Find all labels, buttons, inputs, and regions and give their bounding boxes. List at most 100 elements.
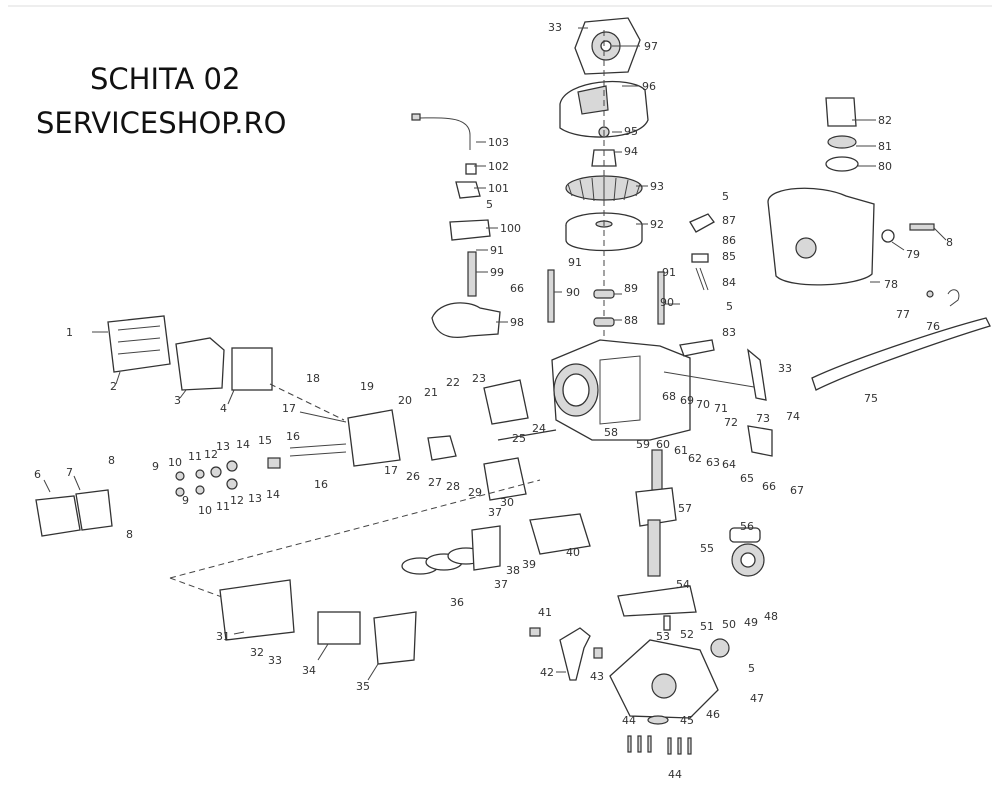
starter-cup-part (591, 149, 617, 167)
part-label: 18 (306, 372, 320, 385)
part-label: 8 (946, 236, 953, 249)
part-label: 37 (494, 578, 508, 591)
part-label: 26 (406, 470, 420, 483)
piston-part (471, 525, 501, 571)
part-label: 21 (424, 386, 438, 399)
part-label: 80 (878, 160, 892, 173)
part-label: 9 (182, 494, 189, 507)
diagram-title: SCHITA 02 (90, 62, 241, 96)
part-label: 56 (740, 520, 754, 533)
camshaft-gear-part (729, 527, 765, 577)
cylinder-head-part (347, 409, 401, 467)
crankcase-cover-part (609, 639, 719, 719)
bearing-part (593, 317, 615, 327)
part-label: 44 (668, 768, 682, 781)
fan-housing-part (559, 80, 649, 138)
stop-terminal-part (465, 163, 477, 175)
part-label: 52 (680, 628, 694, 641)
part-label: 99 (490, 266, 504, 279)
dowel-pin-part (663, 615, 671, 631)
part-label: 13 (216, 440, 230, 453)
rocker-cover-part (35, 495, 81, 537)
o-ring-part (593, 647, 603, 659)
part-label: 66 (510, 282, 524, 295)
part-label: 34 (302, 664, 316, 677)
part-label: 46 (706, 708, 720, 721)
part-label: 78 (884, 278, 898, 291)
part-label: 70 (696, 398, 710, 411)
part-label: 15 (258, 434, 272, 447)
part-label: 7 (66, 466, 73, 479)
part-label: 16 (314, 478, 328, 491)
valve-springs-part (175, 457, 281, 497)
part-label: 96 (642, 80, 656, 93)
governor-lever-part (747, 348, 767, 401)
spark-wire-part (417, 117, 471, 150)
cap-gasket-part (827, 135, 857, 149)
oil-seal-part-2 (647, 715, 669, 725)
throttle-plate-part (689, 213, 715, 233)
bracket-part (747, 425, 773, 457)
part-label: 1 (66, 326, 73, 339)
oil-filler-part (559, 627, 591, 681)
part-label: 87 (722, 214, 736, 227)
part-label: 24 (532, 422, 546, 435)
part-label: 19 (360, 380, 374, 393)
oil-slinger-part (710, 638, 730, 658)
part-label: 102 (488, 160, 509, 173)
part-label: 62 (688, 452, 702, 465)
part-label: 72 (724, 416, 738, 429)
part-label: 79 (906, 248, 920, 261)
part-label: 100 (500, 222, 521, 235)
part-label: 17 (282, 402, 296, 415)
part-label: 11 (188, 450, 202, 463)
control-handle-part (811, 317, 991, 391)
carburettor-part (483, 457, 527, 501)
part-label: 69 (680, 394, 694, 407)
stud-bolt-part (467, 251, 477, 297)
part-label: 8 (126, 528, 133, 541)
part-label: 35 (356, 680, 370, 693)
wire-terminal-part (411, 113, 421, 121)
part-label: 43 (590, 670, 604, 683)
part-label: 84 (722, 276, 736, 289)
part-label: 91 (662, 266, 676, 279)
governor-spring-part (695, 267, 709, 291)
part-label: 39 (522, 558, 536, 571)
part-label: 10 (198, 504, 212, 517)
stud-part-2 (657, 271, 665, 325)
crankcase-part (551, 339, 691, 441)
stud-part (547, 269, 555, 323)
part-number-labels: 33 97 96 95 94 93 92 103 102 101 5 100 9… (34, 21, 953, 781)
cable-end-part (926, 290, 934, 298)
part-label: 91 (490, 244, 504, 257)
crankshaft-part (635, 449, 677, 577)
part-label: 20 (398, 394, 412, 407)
part-label: 14 (236, 438, 250, 451)
part-label: 2 (110, 380, 117, 393)
part-label: 45 (680, 714, 694, 727)
part-label: 101 (488, 182, 509, 195)
head-cover-part (107, 315, 171, 373)
part-label: 103 (488, 136, 509, 149)
part-label: 74 (786, 410, 800, 423)
insulator-part (427, 435, 457, 461)
filler-cap-part (529, 627, 541, 637)
pushrod-part (289, 443, 347, 449)
fuel-tank-part (767, 187, 875, 286)
part-label: 38 (506, 564, 520, 577)
bolt-part (909, 223, 935, 231)
part-label: 9 (152, 460, 159, 473)
part-label: 29 (468, 486, 482, 499)
spring-seat-part (691, 253, 709, 263)
part-label: 49 (744, 616, 758, 629)
diagram-subtitle: SERVICESHOP.RO (36, 106, 287, 140)
part-label: 32 (250, 646, 264, 659)
part-label: 5 (722, 190, 729, 203)
part-label: 59 (636, 438, 650, 451)
part-label: 60 (656, 438, 670, 451)
head-gasket-part (231, 347, 273, 391)
part-label: 16 (286, 430, 300, 443)
part-label: 75 (864, 392, 878, 405)
